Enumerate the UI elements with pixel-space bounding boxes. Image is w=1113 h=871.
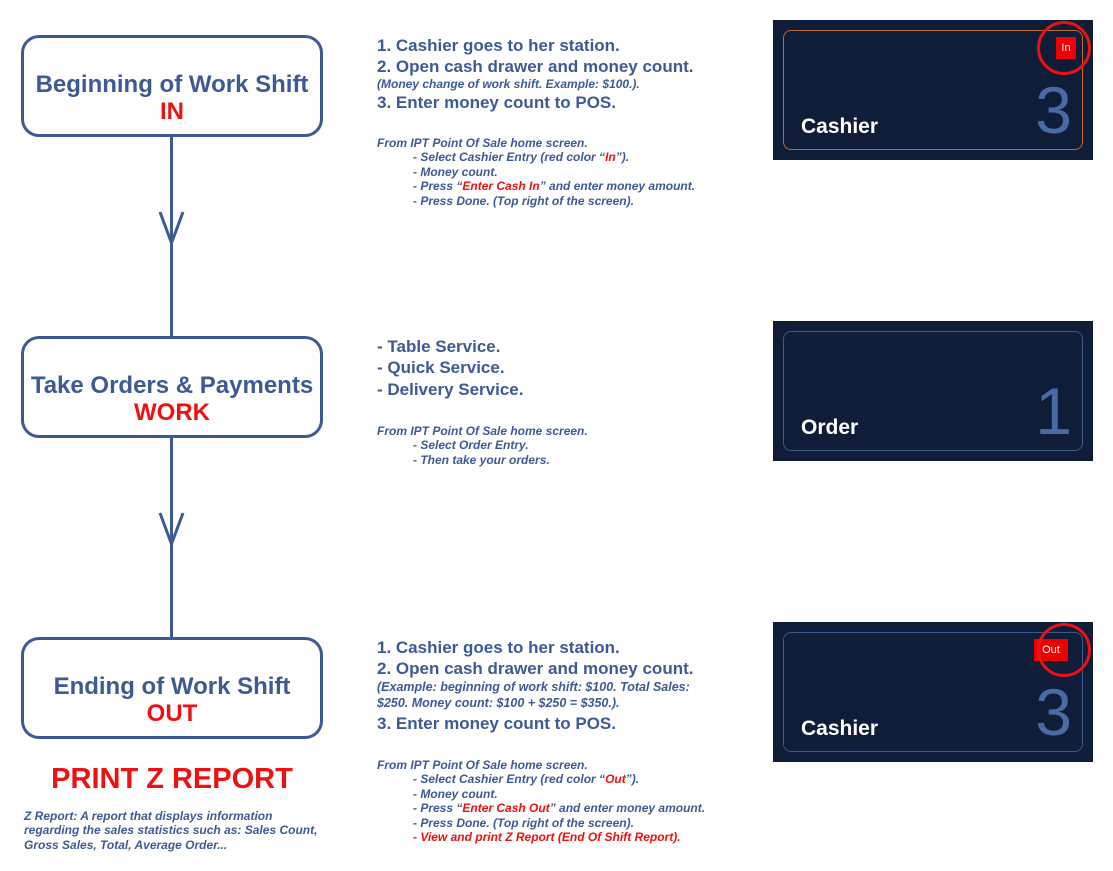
tile-number: 1 — [1035, 374, 1072, 448]
out-howto-item-3: - Press “Enter Cash Out” and enter money… — [413, 801, 705, 816]
in-step-1: 1. Cashier goes to her station. — [377, 36, 620, 55]
work-howto-item-1: - Select Order Entry. — [413, 438, 529, 452]
connector-line-1 — [170, 137, 173, 337]
out-step-3: 3. Enter money count to POS. — [377, 714, 616, 733]
out-step-2-note-line-1: (Example: beginning of work shift: $100.… — [377, 680, 690, 694]
out-step-1: 1. Cashier goes to her station. — [377, 638, 620, 657]
text: - Press “ — [413, 801, 463, 815]
connector-line-2 — [170, 438, 173, 638]
in-howto-item-3: - Press “Enter Cash In” and enter money … — [413, 179, 695, 194]
z-report-description: Z Report: A report that displays informa… — [24, 809, 318, 852]
in-howto-heading: From IPT Point Of Sale home screen. — [377, 136, 588, 150]
print-z-report-title: PRINT Z REPORT — [51, 763, 293, 795]
flow-box-subtitle: IN — [160, 98, 184, 125]
in-step-2: 2. Open cash drawer and money count. — [377, 57, 694, 76]
tile-number: 3 — [1035, 73, 1072, 147]
in-step-3: 3. Enter money count to POS. — [377, 93, 616, 112]
in-howto-item-2: - Money count. — [413, 164, 498, 179]
arrow-down-icon — [158, 512, 185, 547]
out-step-2: 2. Open cash drawer and money count. — [377, 659, 694, 678]
flow-box-subtitle: WORK — [134, 399, 210, 426]
text: - Select Cashier Entry (red color “ — [413, 150, 606, 164]
text: ”). — [625, 772, 640, 786]
text: ” and enter money amount. — [549, 801, 706, 815]
highlight-circle — [1037, 21, 1091, 75]
flow-box-title: Take Orders & Payments — [30, 372, 314, 399]
in-howto-item-1: - Select Cashier Entry (red color “In”). — [413, 150, 629, 165]
text: - Press “ — [413, 179, 463, 193]
text: ” and enter money amount. — [539, 179, 696, 193]
arrow-down-icon — [158, 211, 185, 246]
work-line-2: - Quick Service. — [377, 358, 505, 377]
tile-label: Cashier — [801, 115, 879, 138]
work-line-1: - Table Service. — [377, 337, 501, 356]
highlight-circle — [1037, 623, 1091, 677]
pos-tile-order[interactable]: Order 1 — [773, 321, 1093, 461]
out-howto-item-5: - View and print Z Report (End Of Shift … — [413, 830, 681, 844]
out-step-2-note-line-2: $250. Money count: $100 + $250 = $350.). — [377, 696, 620, 710]
out-howto-heading: From IPT Point Of Sale home screen. — [377, 758, 588, 772]
highlight-text: Out — [605, 772, 626, 786]
tile-label: Order — [801, 416, 859, 439]
work-howto-heading: From IPT Point Of Sale home screen. — [377, 424, 588, 438]
flow-box-title: Ending of Work Shift — [53, 673, 291, 700]
out-howto-item-4: - Press Done. (Top right of the screen). — [413, 815, 634, 830]
tile-number: 3 — [1035, 675, 1072, 749]
text: - Select Cashier Entry (red color “ — [413, 772, 606, 786]
flow-box-subtitle: OUT — [146, 700, 198, 727]
flow-box-ending-shift: Ending of Work Shift OUT — [21, 637, 323, 739]
tile-frame: Order 1 — [783, 331, 1083, 451]
out-howto-item-1: - Select Cashier Entry (red color “Out”)… — [413, 772, 639, 787]
highlight-text: Enter Cash In — [462, 179, 540, 193]
out-howto-item-2: - Money count. — [413, 786, 498, 801]
highlight-text: In — [605, 150, 616, 164]
flow-box-take-orders: Take Orders & Payments WORK — [21, 336, 323, 438]
flow-box-title: Beginning of Work Shift — [35, 71, 309, 98]
work-line-3: - Delivery Service. — [377, 380, 524, 399]
tile-label: Cashier — [801, 717, 879, 740]
in-step-2-note: (Money change of work shift. Example: $1… — [377, 77, 640, 91]
work-howto-item-2: - Then take your orders. — [413, 452, 550, 467]
in-howto-item-4: - Press Done. (Top right of the screen). — [413, 193, 634, 208]
flow-box-beginning-shift: Beginning of Work Shift IN — [21, 35, 323, 137]
highlight-text: Enter Cash Out — [462, 801, 550, 815]
text: ”). — [615, 150, 630, 164]
